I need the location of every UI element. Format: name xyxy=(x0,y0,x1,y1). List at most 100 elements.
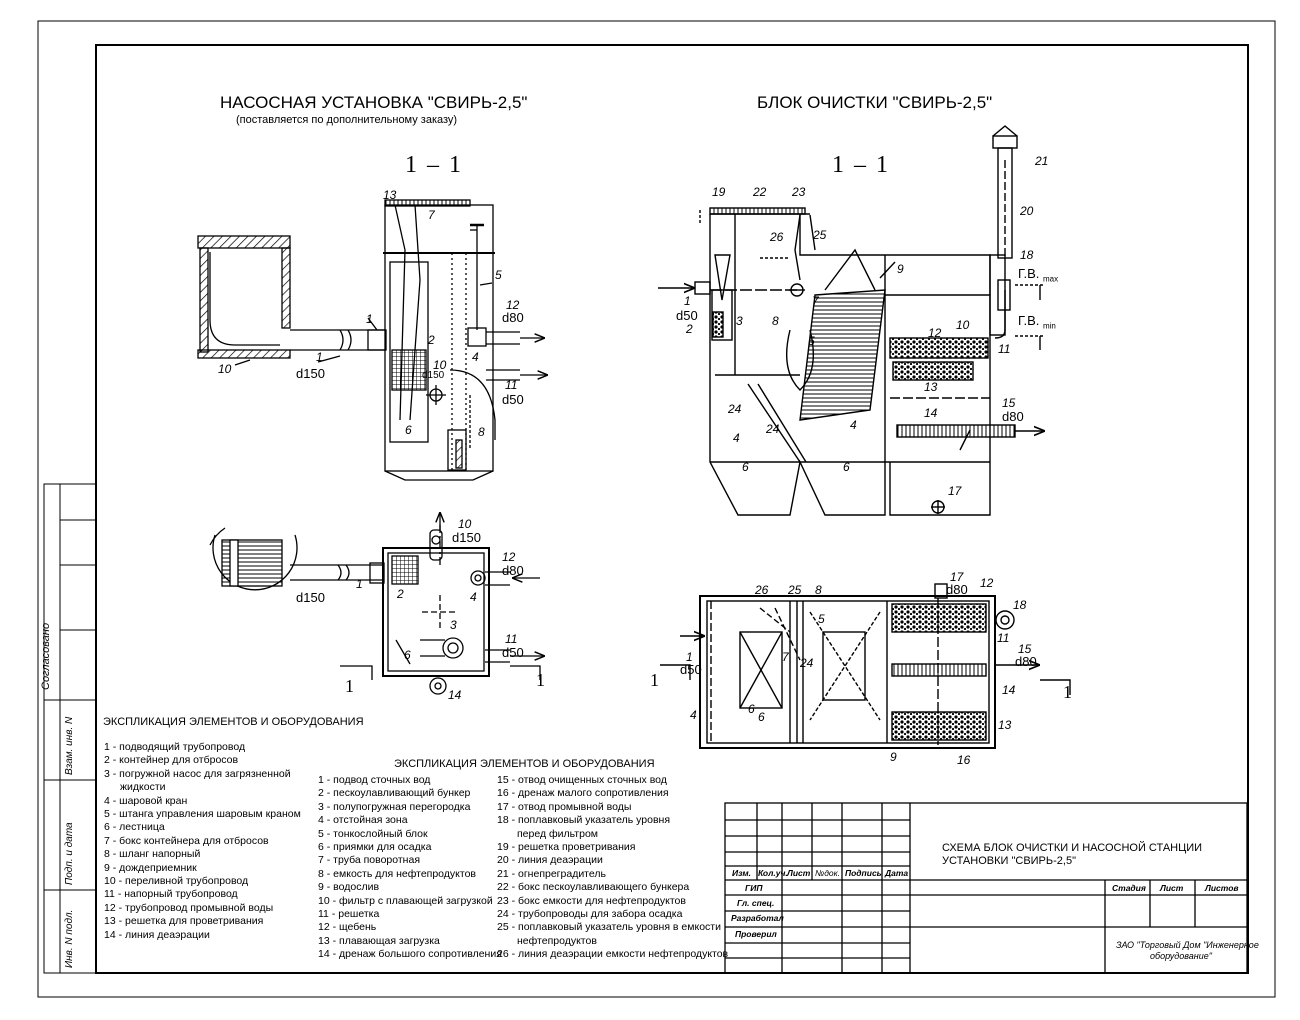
margin-stamp xyxy=(43,483,97,974)
block-callout-3: 3 xyxy=(736,314,743,328)
legend-pump-item: 6 - лестница xyxy=(104,821,165,834)
block-callout-18: 18 xyxy=(1020,248,1034,262)
legend-block-title: ЭКСПЛИКАЦИЯ ЭЛЕМЕНТОВ И ОБОРУДОВАНИЯ xyxy=(394,758,655,770)
tb-drawing-title-1: СХЕМА БЛОК ОЧИСТКИ И НАСОСНОЙ СТАНЦИИ xyxy=(942,842,1203,854)
bplan-callout-24: 24 xyxy=(800,656,814,670)
tb-row-glspec: Гл. спец. xyxy=(737,898,775,908)
bplan-callout-16: 16 xyxy=(957,753,971,767)
block-callout-17: 17 xyxy=(948,484,962,498)
pump-callout-5: 5 xyxy=(495,268,502,282)
pump-callout-10b: 10 xyxy=(218,362,232,376)
pump-callout-8: 8 xyxy=(478,425,485,439)
legend-pump-item: 10 - переливной трубопровод xyxy=(104,875,249,888)
legend-pump-item: 12 - трубопровод промывной воды xyxy=(104,901,274,914)
bplan-callout-6b: 6 xyxy=(758,710,765,724)
legend-block-item: 18 - поплавковый указатель уровня xyxy=(497,814,671,827)
block-callout-9: 9 xyxy=(897,262,904,276)
pump-plan-view xyxy=(209,512,545,695)
plan-callout-4: 4 xyxy=(470,590,477,604)
pump-callout-12: 12 xyxy=(506,298,520,312)
legend-block-item: 5 - тонкослойный блок xyxy=(318,827,428,840)
plan-dim-d150-b: d150 xyxy=(296,590,325,605)
tb-stage: Стадия xyxy=(1112,883,1146,893)
legend-block-item: 4 - отстойная зона xyxy=(318,814,408,827)
legend-block-item: 3 - полупогружная перегородка xyxy=(318,800,471,813)
block-callout-6b: 6 xyxy=(843,460,850,474)
legend-block-item: 22 - бокс пескоулавливающего бункера xyxy=(497,881,690,894)
tb-company-2: оборудование" xyxy=(1150,951,1212,961)
block-dim-d50: d50 xyxy=(676,308,698,323)
block-callout-13: 13 xyxy=(924,380,938,394)
block-callout-6: 6 xyxy=(742,460,749,474)
plan-callout-12: 12 xyxy=(502,550,516,564)
block-callout-7: 7 xyxy=(812,294,819,308)
pump-subtitle: (поставляется по дополнительному заказу) xyxy=(236,114,458,126)
tb-col-date: Дата xyxy=(885,868,909,878)
block-callout-24: 24 xyxy=(728,402,742,416)
block-callout-10: 10 xyxy=(956,318,970,332)
legend-block-item: 13 - плавающая загрузка xyxy=(318,934,440,947)
legend-block-item: перед фильтром xyxy=(517,827,599,840)
legend-block-item: 10 - фильтр с плавающей загрузкой xyxy=(318,894,493,907)
block-section-mark: 1 – 1 xyxy=(832,152,890,178)
legend-pump-item: 1 - подводящий трубопровод xyxy=(104,741,246,753)
pump-section-view xyxy=(197,199,548,481)
pump-callout-10: 10 xyxy=(433,358,447,372)
legend-pump-title: ЭКСПЛИКАЦИЯ ЭЛЕМЕНТОВ И ОБОРУДОВАНИЯ xyxy=(103,716,364,728)
bplan-callout-13: 13 xyxy=(998,718,1012,732)
block-callout-1: 1 xyxy=(684,294,691,308)
pump-section-mark: 1 – 1 xyxy=(405,152,463,178)
legend-pump-item: 9 - дождеприемник xyxy=(104,861,197,874)
block-callout-25: 25 xyxy=(813,228,827,242)
legend-block-item: нефтепродуктов xyxy=(517,934,597,947)
legend-block-item: 14 - дренаж большого сопротивления xyxy=(318,948,502,961)
tb-company-1: ЗАО "Торговый Дом "Инженерное xyxy=(1116,940,1259,950)
plan-callout-6: 6 xyxy=(404,648,411,662)
margin-sign-date: Подп. и дата xyxy=(64,822,75,885)
tb-row-developed: Разработал xyxy=(731,913,784,923)
tb-col-list: Лист xyxy=(787,868,811,878)
legend-pump-item: 13 - решетка для проветривания xyxy=(104,915,264,928)
level-min-label: Г.В. xyxy=(1018,313,1040,328)
block-callout-14: 14 xyxy=(924,406,938,420)
margin-approved: Согласовано xyxy=(40,622,52,690)
margin-inv-orig: Инв. N подл. xyxy=(64,909,75,968)
legend-block-item: 24 - трубопроводы для забора осадка xyxy=(497,908,683,921)
bplan-callout-8: 8 xyxy=(815,583,822,597)
legend-pump-item: 2 - контейнер для отбросов xyxy=(104,754,239,767)
legend-block-item: 11 - решетка xyxy=(318,908,380,921)
block-callout-24b: 24 xyxy=(766,422,780,436)
pump-callout-7: 7 xyxy=(428,208,435,222)
block-callout-2: 2 xyxy=(686,322,693,336)
pump-callout-1b: 1 xyxy=(316,350,323,364)
tb-drawing-title-2: УСТАНОВКИ "СВИРЬ-2,5" xyxy=(942,855,1076,867)
legend-block-item: 21 - огнепреградитель xyxy=(497,867,606,880)
block-callout-21: 21 xyxy=(1035,154,1049,168)
legend-block-item: 1 - подвод сточных вод xyxy=(318,774,431,786)
block-cut-right: 1 xyxy=(1063,682,1074,702)
legend-block-item: 2 - пескоулавливающий бункер xyxy=(318,787,471,800)
outer-frame xyxy=(37,20,1276,998)
block-callout-20: 20 xyxy=(1020,204,1034,218)
plan-callout-11: 11 xyxy=(505,632,518,646)
title-block-frame xyxy=(724,802,1248,974)
legend-block-item: 20 - линия деаэрации xyxy=(497,854,603,867)
legend-block-item: 19 - решетка проветривания xyxy=(497,841,636,854)
legend-pump-item: жидкости xyxy=(120,781,166,794)
bplan-callout-14: 14 xyxy=(1002,683,1016,697)
pump-title: НАСОСНАЯ УСТАНОВКА "СВИРЬ-2,5" xyxy=(220,93,528,112)
level-max-label: Г.В. xyxy=(1018,266,1040,281)
block-callout-8: 8 xyxy=(772,314,779,328)
level-min: Г.В. min xyxy=(1018,313,1056,331)
block-callout-4b: 4 xyxy=(733,431,740,445)
legend-block-item: 17 - отвод промывной воды xyxy=(497,800,632,813)
bplan-callout-7: 7 xyxy=(782,650,789,664)
pump-dim-d50: d50 xyxy=(502,392,524,407)
block-cut-left: 1 xyxy=(650,670,661,690)
legend-block-item: 9 - водослив xyxy=(318,881,380,894)
pump-dim-d150: d150 xyxy=(296,366,325,381)
pump-callout-13: 13 xyxy=(383,188,397,202)
tb-sheets: Листов xyxy=(1205,883,1239,893)
bplan-dim-d80-a: d80 xyxy=(946,582,968,597)
bplan-callout-17: 17 xyxy=(950,570,964,584)
